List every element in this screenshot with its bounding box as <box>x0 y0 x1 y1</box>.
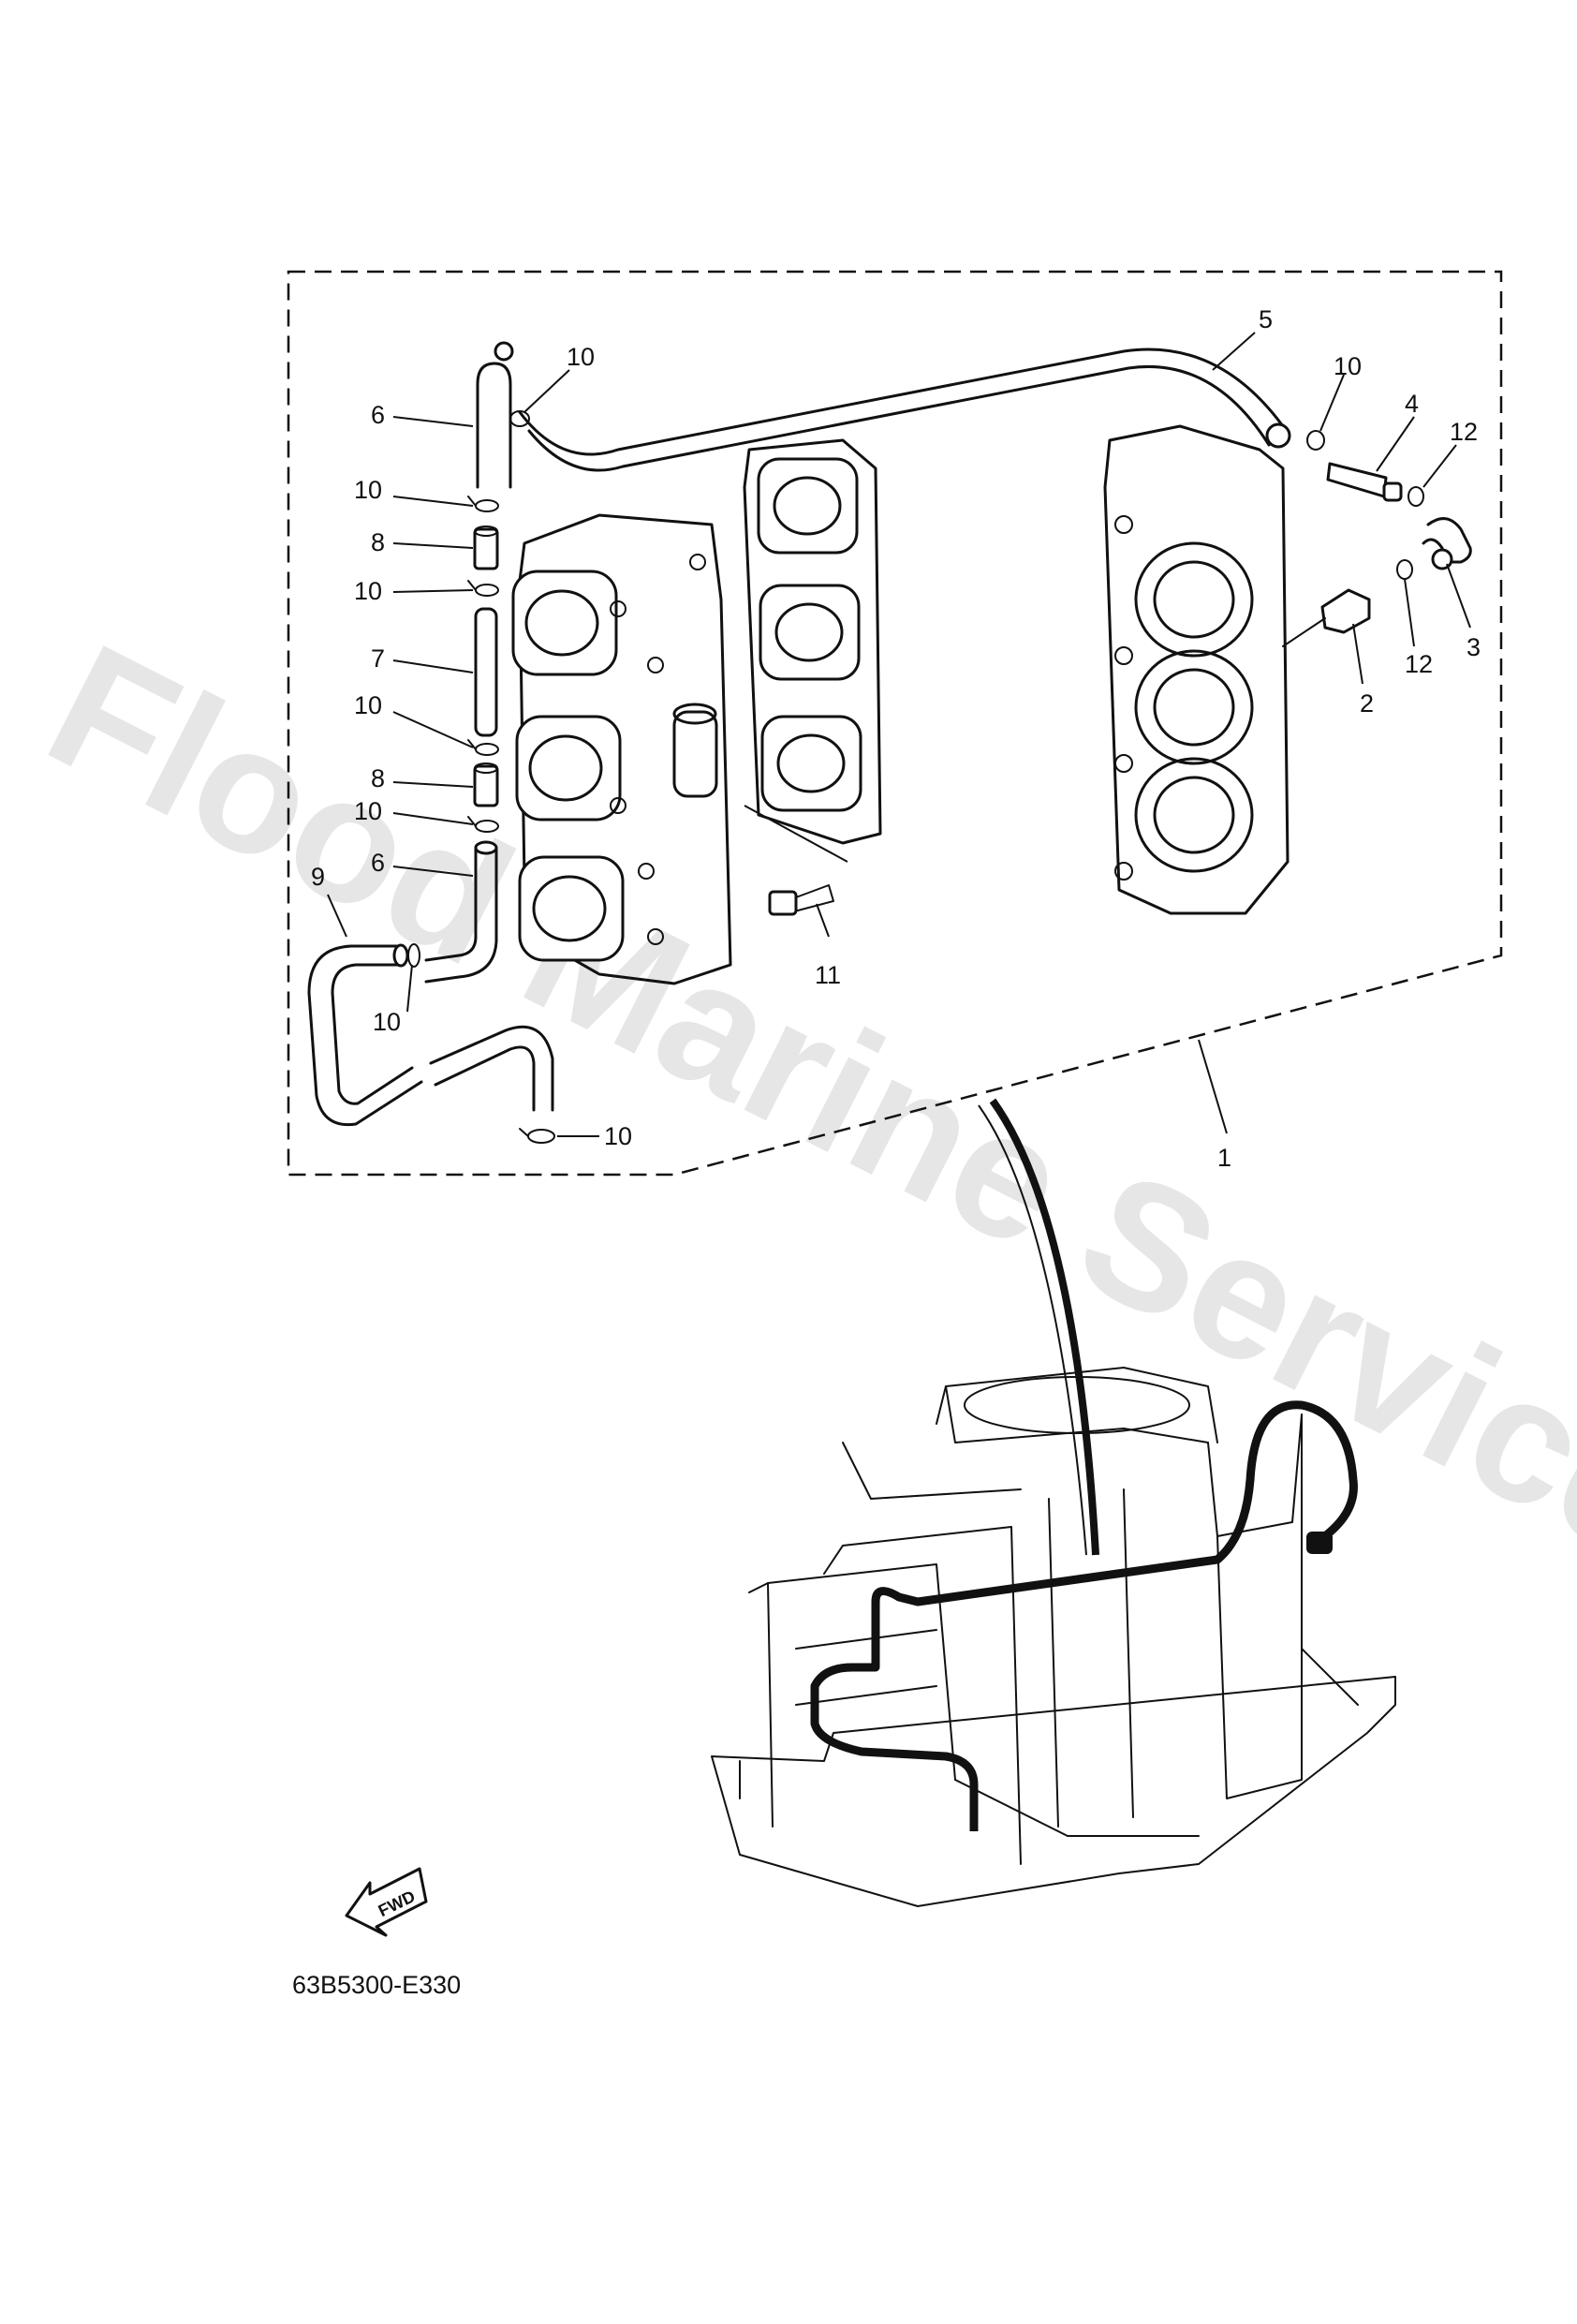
leader-lines <box>327 332 1471 1137</box>
callout-7: 7 <box>371 644 385 673</box>
clip-10-f <box>519 1128 555 1144</box>
clip-12-b <box>1396 559 1413 580</box>
callout-10-top: 10 <box>567 343 595 371</box>
hose-6-top <box>476 341 514 489</box>
clip-10-b <box>467 580 499 597</box>
bolt-11 <box>768 884 834 916</box>
callout-10-g: 10 <box>1334 352 1362 380</box>
callout-2: 2 <box>1360 689 1374 718</box>
callout-8-bottom: 8 <box>371 764 385 792</box>
callout-12-bottom: 12 <box>1405 650 1433 678</box>
sleeve-8-a <box>473 525 499 570</box>
clip-12-a <box>1408 486 1424 507</box>
fwd-arrow-icon: FWD <box>345 1867 428 1937</box>
callout-10-e: 10 <box>373 1008 401 1036</box>
hose-6-bottom <box>424 840 498 984</box>
clip-10-c <box>467 739 499 756</box>
callout-10-f: 10 <box>604 1122 632 1150</box>
callout-9: 9 <box>311 863 325 891</box>
callout-12-top: 12 <box>1450 418 1478 446</box>
assembly-boundary <box>287 270 1503 1177</box>
joint-4 <box>1326 462 1403 502</box>
callout-3: 3 <box>1466 633 1481 661</box>
callout-10-d: 10 <box>354 797 382 825</box>
callout-10-c: 10 <box>354 691 382 719</box>
callouts: 1 2 3 4 5 6 6 7 8 8 9 10 10 10 10 10 10 … <box>311 305 1481 1172</box>
clip-10-g <box>509 410 530 427</box>
reed-valve-block <box>1103 424 1290 915</box>
sleeve-8-b <box>473 762 499 807</box>
clip-10-e <box>407 943 420 968</box>
engine-outline <box>711 1367 1396 1907</box>
joint-2 <box>1282 588 1371 647</box>
diagram-code: 63B5300-E330 <box>292 1971 461 1999</box>
fuel-hose-routing <box>810 1098 1358 1831</box>
callout-4: 4 <box>1405 390 1419 418</box>
clip-10-d <box>467 816 499 833</box>
callout-1: 1 <box>1217 1144 1231 1172</box>
intake-plate <box>743 438 882 863</box>
callout-10-a: 10 <box>354 476 382 504</box>
hose-9 <box>307 943 554 1127</box>
callout-8-top: 8 <box>371 528 385 556</box>
callout-6-top: 6 <box>371 401 385 429</box>
clip-10-a <box>467 496 499 512</box>
clip-10-h <box>1306 430 1325 451</box>
callout-11: 11 <box>815 961 841 989</box>
callout-10-b: 10 <box>354 577 382 605</box>
carburetor-assembly <box>511 513 732 985</box>
hose-3 <box>1422 517 1472 570</box>
callout-5: 5 <box>1259 305 1273 333</box>
hose-7 <box>474 607 498 737</box>
hose-5 <box>518 348 1291 472</box>
callout-6-bottom: 6 <box>371 849 385 877</box>
